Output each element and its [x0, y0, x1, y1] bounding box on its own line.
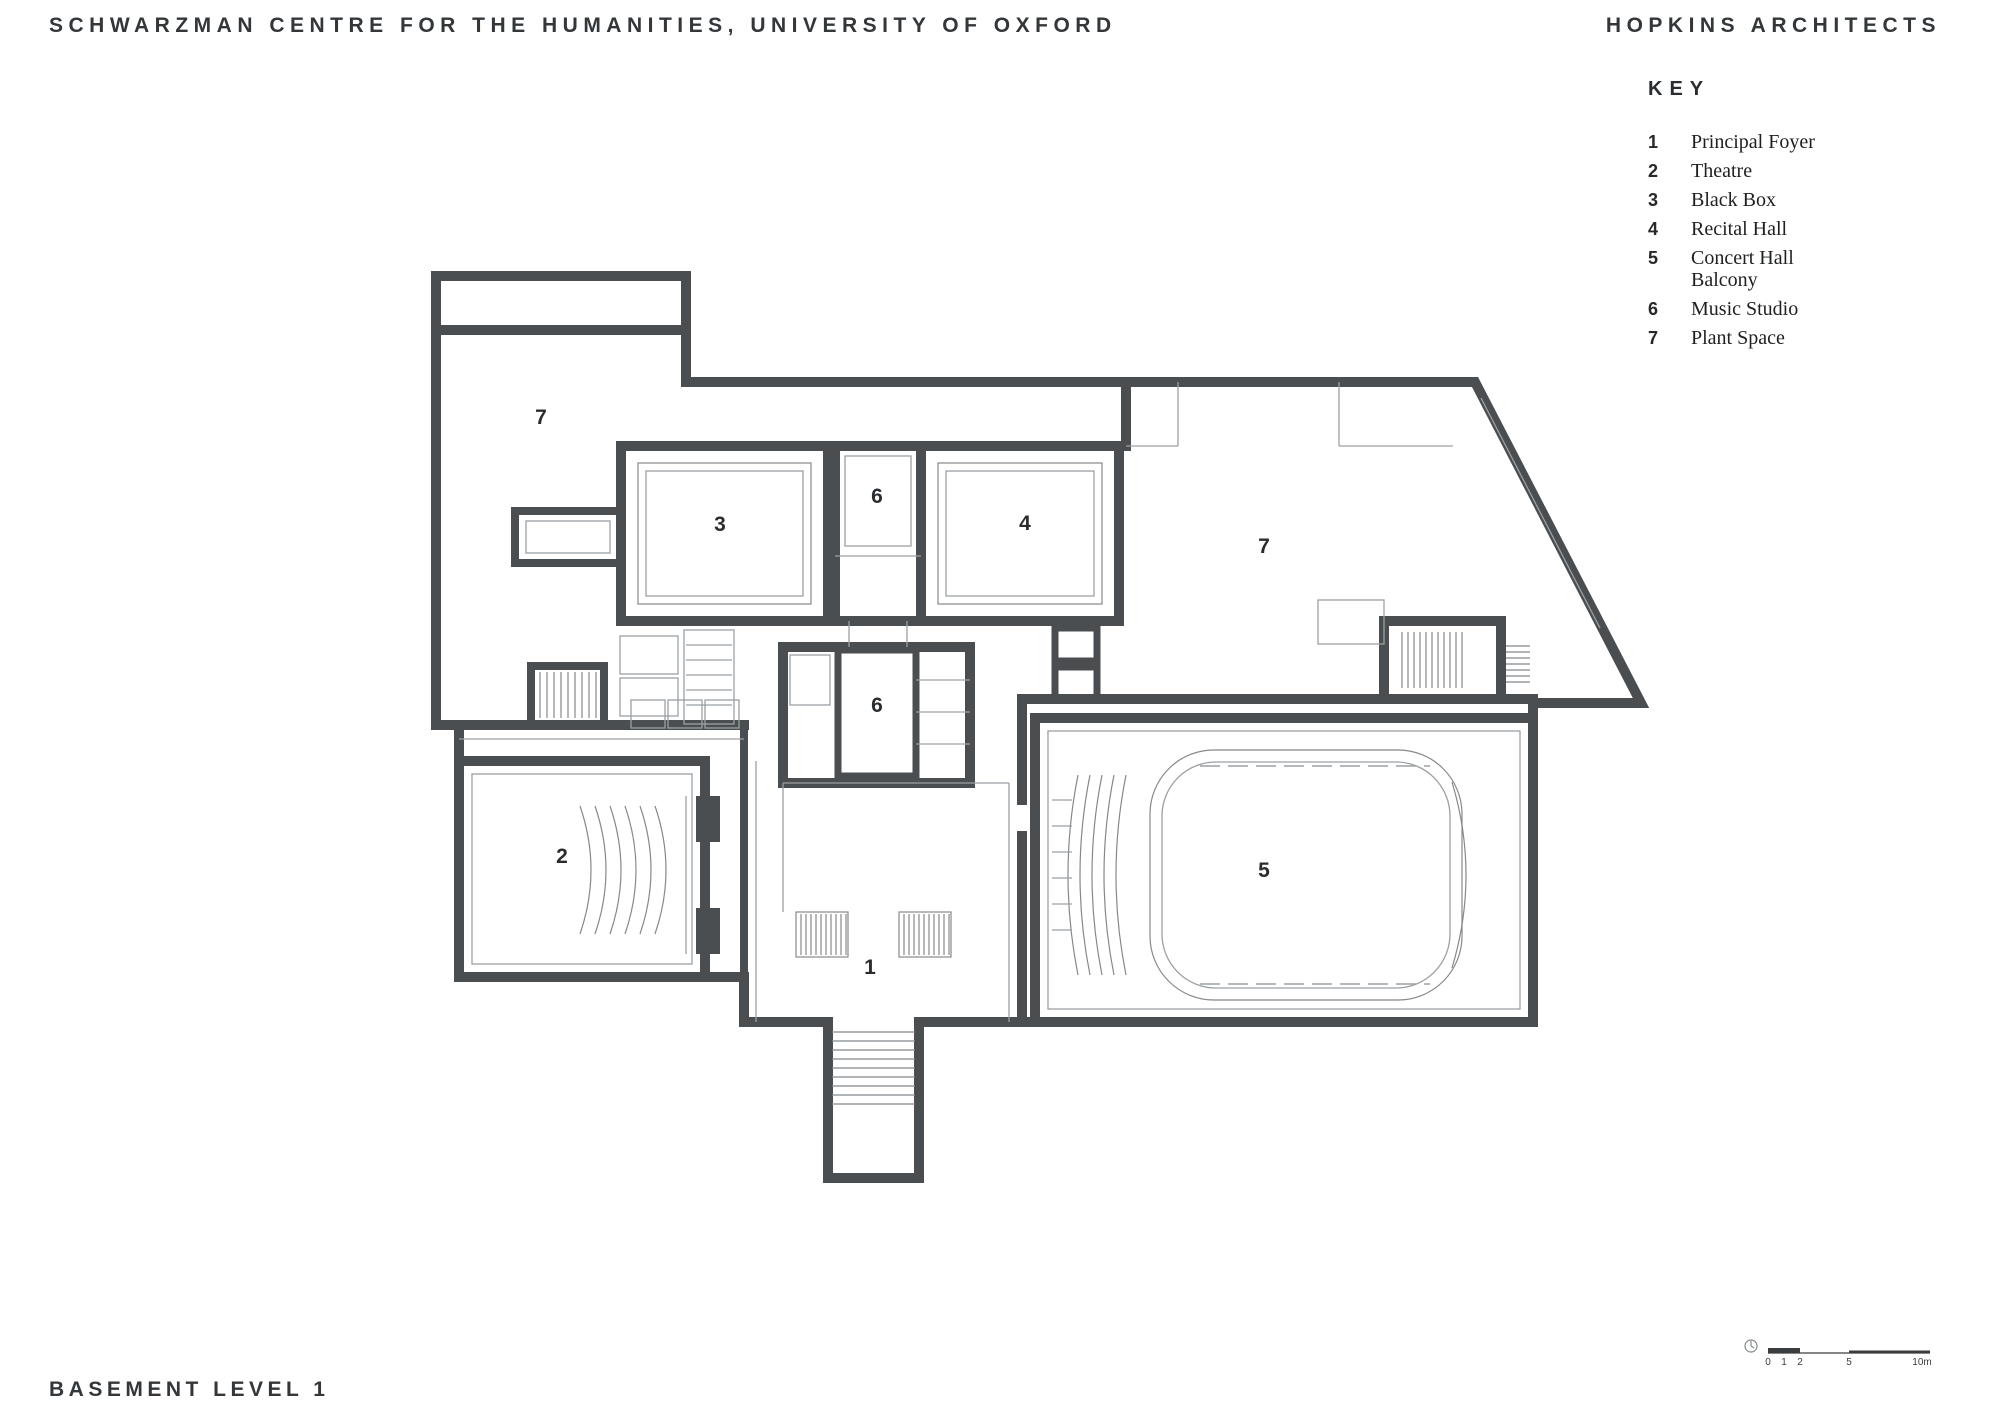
- key-item: 2 Theatre: [1648, 160, 1948, 182]
- key-item: 4 Recital Hall: [1648, 218, 1948, 240]
- key-item-number: 4: [1648, 219, 1659, 239]
- scale-tick-5: 5: [1846, 1357, 1852, 1368]
- level-label: BASEMENT LEVEL 1: [49, 1378, 330, 1401]
- key-item-label: Recital Hall: [1691, 218, 1788, 240]
- concert-hall-balcony: [1052, 749, 1467, 1001]
- architect-name: HOPKINS ARCHITECTS: [1605, 14, 1941, 37]
- key-item-label: Black Box: [1691, 189, 1776, 211]
- key-item-label: Plant Space: [1691, 327, 1785, 349]
- key-item: 5 Concert Hall Balcony: [1648, 247, 1948, 291]
- key-item-number: 5: [1648, 248, 1659, 268]
- scale-tick-2: 2: [1797, 1357, 1803, 1368]
- key-item: 6 Music Studio: [1648, 298, 1948, 320]
- stairs: [539, 632, 1530, 1105]
- key-item-number: 7: [1648, 328, 1659, 348]
- theatre-seating-rows: [579, 805, 667, 935]
- project-title: SCHWARZMAN CENTRE FOR THE HUMANITIES, UN…: [49, 14, 1117, 37]
- interior-thin-details: [459, 382, 1601, 1022]
- room-label-principal-foyer: 1: [864, 956, 876, 979]
- key-item-number: 3: [1648, 190, 1659, 210]
- orientation-icon: [1744, 1339, 1758, 1353]
- key-panel: KEY 1 Principal Foyer 2 Theatre 3 Black …: [1648, 78, 1948, 356]
- room-label-recital-hall: 4: [1019, 512, 1031, 535]
- scale-tick-10m: 10m: [1912, 1357, 1931, 1368]
- room-label-plant-upper: 7: [535, 406, 547, 429]
- room-labels: 7 3 6 4 7 6 2 1 5: [535, 406, 1270, 979]
- room-label-music-studio-mid: 6: [871, 694, 883, 717]
- key-item-number: 2: [1648, 161, 1659, 181]
- scale-bar: 0 1 2 5 10m: [1744, 1339, 1932, 1368]
- key-item: 7 Plant Space: [1648, 327, 1948, 349]
- key-title: KEY: [1648, 78, 1711, 100]
- room-label-music-studio-upper: 6: [871, 485, 883, 508]
- key-item-label: Music Studio: [1691, 298, 1799, 320]
- scale-tick-1: 1: [1781, 1357, 1787, 1368]
- key-item-number: 6: [1648, 299, 1659, 319]
- room-label-black-box: 3: [714, 513, 726, 536]
- key-item: 1 Principal Foyer: [1648, 131, 1948, 153]
- key-item-label: Principal Foyer: [1691, 131, 1815, 153]
- key-item: 3 Black Box: [1648, 189, 1948, 211]
- room-label-plant-right: 7: [1258, 535, 1270, 558]
- key-item-label: Concert Hall Balcony: [1691, 247, 1794, 291]
- key-item-label: Theatre: [1691, 160, 1753, 182]
- room-label-concert-hall: 5: [1258, 859, 1270, 882]
- key-item-number: 1: [1648, 132, 1659, 152]
- room-label-theatre: 2: [556, 845, 568, 868]
- interior-walls: [431, 325, 1538, 1027]
- scale-tick-0: 0: [1765, 1357, 1771, 1368]
